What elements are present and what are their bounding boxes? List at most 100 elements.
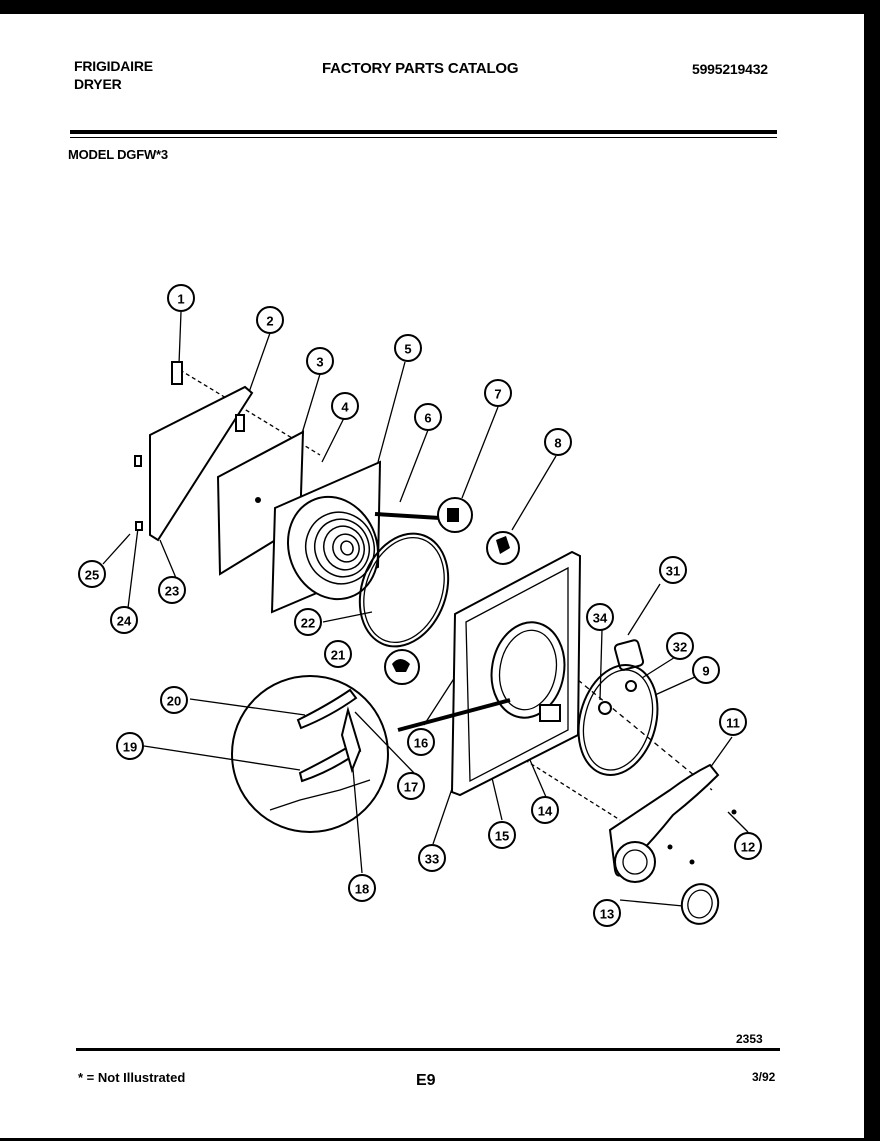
callout-circle [407,728,435,756]
callout-circle [78,560,106,588]
callout-label: 32 [673,640,687,655]
callout-18: 18 [348,874,376,902]
callout-label: 17 [404,780,418,795]
callout-3: 3 [306,347,334,375]
callout-16: 16 [407,728,435,756]
callout-circle [414,403,442,431]
footer-rule [76,1048,780,1051]
callout-circle [531,796,559,824]
callout-circle [544,428,572,456]
callout-21: 21 [324,640,352,668]
callout-8: 8 [544,428,572,456]
part-ring-9 [577,664,659,776]
callout-circle [256,306,284,334]
callout-label: 2 [266,314,273,329]
callout-circle [659,556,687,584]
callout-circle [294,608,322,636]
callout-label: 34 [593,611,608,626]
blower-outlet [614,841,656,883]
callout-13: 13 [593,899,621,927]
callout-circle [394,334,422,362]
callout-6: 6 [414,403,442,431]
callout-circle [734,832,762,860]
screw-24 [135,521,143,531]
callout-circle [484,379,512,407]
callout-circle [397,772,425,800]
callout-label: 5 [404,342,411,357]
catalog-number: 5995219432 [692,61,768,77]
callout-17: 17 [397,772,425,800]
callout-label: 4 [341,400,349,415]
callout-circle [116,732,144,760]
callout-circle [719,708,747,736]
callout-19: 19 [116,732,144,760]
catalog-title: FACTORY PARTS CATALOG [322,60,519,77]
part-panel-2 [149,385,254,542]
callout-label: 31 [666,564,680,579]
callout-label: 12 [741,840,755,855]
callout-label: 16 [414,736,428,751]
callout-circle [324,640,352,668]
callout-label: 25 [85,568,99,583]
callout-5: 5 [394,334,422,362]
catalog-page [0,14,864,1138]
detail-circle [231,675,389,833]
panel-tab [134,455,142,467]
callout-label: 8 [554,436,561,451]
callout-circle [306,347,334,375]
callout-label: 14 [538,804,553,819]
brand-line-1: FRIGIDAIRE [74,58,153,74]
not-illustrated-note: * = Not Illustrated [78,1070,186,1085]
callout-circle [488,821,516,849]
panel-latch [539,704,561,722]
callout-circle [418,844,446,872]
callout-11: 11 [719,708,747,736]
callout-label: 7 [494,387,501,402]
part-clip-34 [598,701,612,715]
callout-1: 1 [167,284,195,312]
callout-9: 9 [692,656,720,684]
callout-20: 20 [160,686,188,714]
callout-label: 20 [167,694,181,709]
callout-31: 31 [659,556,687,584]
callout-label: 9 [702,664,709,679]
callout-label: 15 [495,829,509,844]
callout-circle [158,576,186,604]
callout-23: 23 [158,576,186,604]
seal-inner [363,536,445,644]
callout-circle [331,392,359,420]
callout-circle [586,603,614,631]
callout-label: 23 [165,584,179,599]
callout-label: 3 [316,355,323,370]
callout-32: 32 [666,632,694,660]
callout-label: 24 [117,614,132,629]
page-code: E9 [416,1072,436,1089]
callout-34: 34 [586,603,614,631]
callout-22: 22 [294,608,322,636]
part-seal-22 [358,532,450,648]
callout-4: 4 [331,392,359,420]
callout-15: 15 [488,821,516,849]
callout-label: 21 [331,648,345,663]
callout-24: 24 [110,606,138,634]
callout-circle [593,899,621,927]
callout-label: 13 [600,907,614,922]
callout-circle [167,284,195,312]
insulation-dot [255,497,261,503]
callout-circle [348,874,376,902]
brand-line-2: DRYER [74,76,122,92]
drawing-number: 2353 [736,1032,763,1046]
door-opening [490,621,566,719]
callout-25: 25 [78,560,106,588]
callout-circle [666,632,694,660]
callout-12: 12 [734,832,762,860]
part-filter-31 [613,639,645,671]
callout-14: 14 [531,796,559,824]
callout-label: 11 [726,716,740,731]
header-rule-thick [70,130,777,134]
part-bracket-17 [340,706,362,774]
callout-label: 19 [123,740,137,755]
part-screw-32 [625,680,637,692]
